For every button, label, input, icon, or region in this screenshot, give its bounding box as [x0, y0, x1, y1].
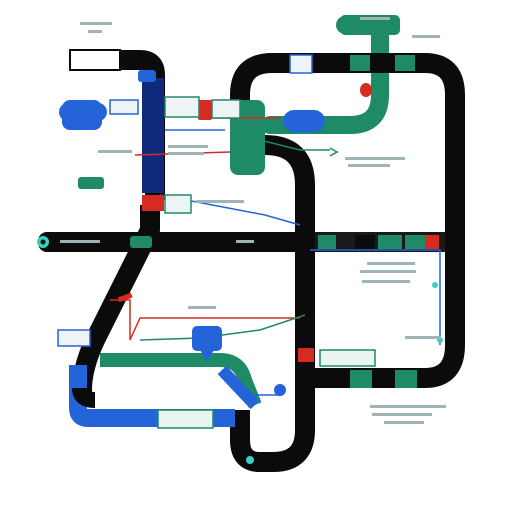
black-trunk-horizontal	[38, 232, 308, 252]
blue-line-bottom	[69, 365, 235, 427]
black-curve-bottom-left	[72, 387, 96, 408]
node-dot-icon	[246, 282, 443, 464]
station-label-boxes	[57, 49, 439, 429]
green-badges	[78, 177, 152, 248]
pin-icon	[37, 236, 49, 248]
caption-texture	[60, 17, 446, 424]
navy-segment	[142, 78, 164, 193]
chevron-icon	[329, 147, 339, 157]
green-line-lower	[100, 353, 262, 408]
red-station-markers	[117, 83, 372, 362]
black-loop-line	[230, 53, 465, 388]
black-line-center	[230, 135, 315, 472]
blue-pills	[62, 70, 325, 362]
blue-line-lower-diagonal	[217, 365, 260, 410]
